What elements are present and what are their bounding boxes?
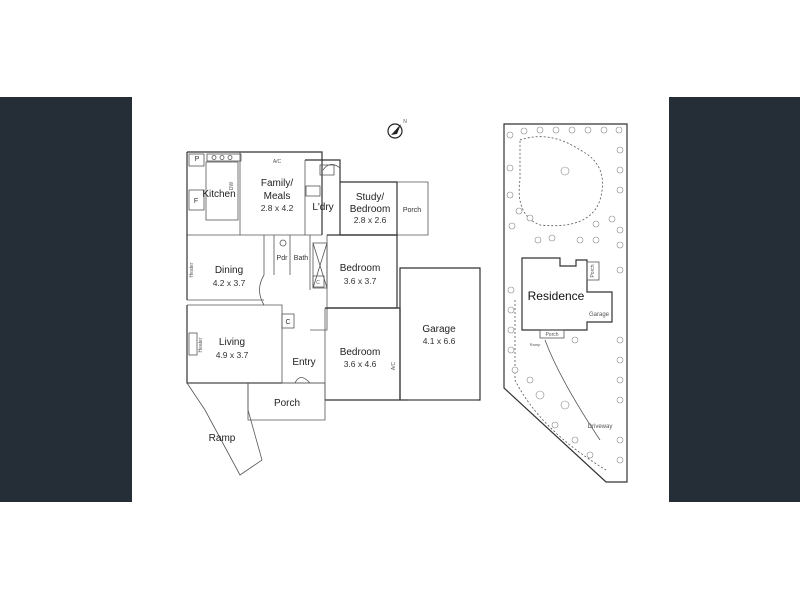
room-living: Living xyxy=(219,337,245,348)
fixture-ac1: A/C xyxy=(273,159,282,165)
room-dining-dim: 4.2 x 3.7 xyxy=(213,278,246,288)
room-family: Family/ xyxy=(261,178,293,189)
site-porch-top: Porch xyxy=(590,264,596,277)
fixture-dishwasher: DW xyxy=(229,182,235,191)
room-family-dim: 2.8 x 4.2 xyxy=(261,203,294,213)
room-bedroom1: Bedroom xyxy=(340,263,381,274)
site-porch-bottom: Porch xyxy=(545,332,558,338)
room-family-2: Meals xyxy=(264,191,291,202)
room-dining: Dining xyxy=(215,265,243,276)
room-entry: Entry xyxy=(292,357,315,368)
site-driveway: Driveway xyxy=(588,424,613,430)
fixture-pantry: P xyxy=(195,156,200,163)
floorplan-labels: Kitchen Family/ Meals 2.8 x 4.2 L'dry St… xyxy=(189,156,456,444)
room-bedroom2: Bedroom xyxy=(340,347,381,358)
right-dark-panel xyxy=(669,97,800,502)
room-laundry: L'dry xyxy=(312,202,333,213)
room-bedroom2-dim: 3.6 x 4.6 xyxy=(344,359,377,369)
svg-text:N: N xyxy=(403,119,407,125)
siteplan-drawing xyxy=(503,123,628,483)
fixture-cupboard2: C xyxy=(285,319,290,326)
room-bedroom1-dim: 3.6 x 3.7 xyxy=(344,276,377,286)
site-ramp: Ramp xyxy=(530,342,541,347)
left-dark-panel xyxy=(0,97,132,502)
floorplan-walls xyxy=(186,151,481,476)
room-ramp: Ramp xyxy=(209,433,236,444)
room-study-2: Bedroom xyxy=(350,204,391,215)
room-pdr: Pdr xyxy=(277,255,289,262)
room-porch-front: Porch xyxy=(274,398,300,409)
siteplan-trees xyxy=(506,126,624,464)
room-porch-east: Porch xyxy=(403,207,421,214)
room-garage-dim: 4.1 x 6.6 xyxy=(423,336,456,346)
room-bath: Bath xyxy=(294,255,309,262)
siteplan-labels: Residence Garage Porch Porch Ramp Drivew… xyxy=(528,264,613,430)
fixture-heater1: Heater xyxy=(189,262,195,277)
compass-icon: N xyxy=(387,119,407,139)
room-living-dim: 4.9 x 3.7 xyxy=(216,350,249,360)
fixture-cupboard1: C xyxy=(316,280,320,286)
room-study: Study/ xyxy=(356,192,385,203)
fixture-heater2: Heater xyxy=(198,337,204,352)
fixture-ac2: A/C xyxy=(391,361,397,370)
site-garage: Garage xyxy=(589,312,610,318)
room-kitchen: Kitchen xyxy=(202,189,235,200)
fixture-fridge: F xyxy=(194,198,198,205)
site-residence: Residence xyxy=(528,289,585,303)
room-study-dim: 2.8 x 2.6 xyxy=(354,215,387,225)
room-garage: Garage xyxy=(422,324,456,335)
